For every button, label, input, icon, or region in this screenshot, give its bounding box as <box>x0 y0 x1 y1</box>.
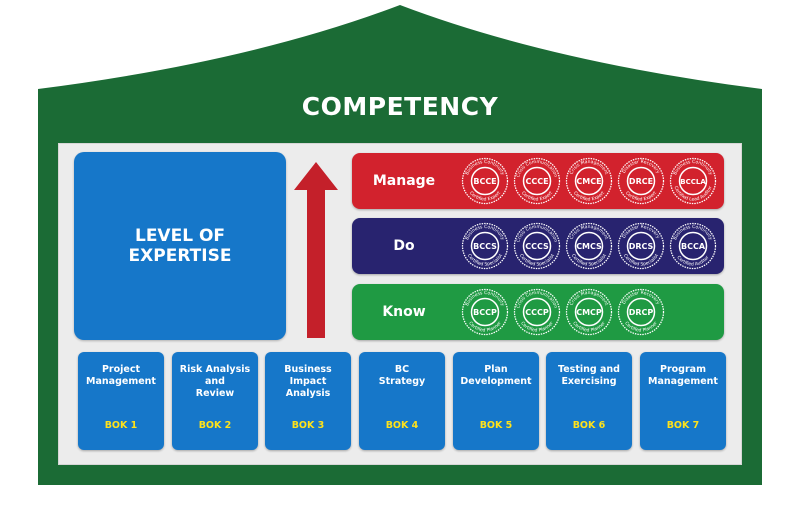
bok-box-3: Business Impact Analysis BOK 3 <box>265 352 351 450</box>
badge-code: BCCE <box>473 177 496 186</box>
tier-manage-label: Manage <box>372 173 436 189</box>
badge-sub-text: Certified Planner <box>467 320 503 333</box>
bok-title: Program Management <box>648 364 718 387</box>
badge-ring <box>461 222 509 270</box>
badge-code: CCCP <box>525 308 549 317</box>
badge-inner-ring <box>678 231 708 261</box>
tier-know-label: Know <box>382 304 426 320</box>
badge-code: CMCE <box>576 177 601 186</box>
badge-code: DRCP <box>629 308 654 317</box>
badge-code: BCCA <box>681 242 706 251</box>
badge-inner-ring <box>470 297 500 327</box>
bok-box-5: Plan Development BOK 5 <box>453 352 539 450</box>
badge-code: BCCLA <box>680 178 706 186</box>
tier-do-label: Do <box>393 238 415 254</box>
level-of-expertise-box: LEVEL OF EXPERTISE <box>74 152 286 340</box>
badge-inner-ring <box>574 297 604 327</box>
badge-inner-ring <box>626 231 656 261</box>
bok-box-1: Project Management BOK 1 <box>78 352 164 450</box>
badge-ring <box>513 222 561 270</box>
badge-ring <box>669 222 717 270</box>
bok-code: BOK 2 <box>198 420 232 431</box>
badge-inner-ring <box>574 231 604 261</box>
badge-inner-ring <box>626 297 656 327</box>
badge-inner-ring <box>470 166 500 196</box>
badge-inner-ring <box>522 297 552 327</box>
badge-inner-ring <box>522 166 552 196</box>
badge-inner-ring <box>678 166 708 196</box>
badge-code: CCCS <box>525 242 549 251</box>
badge-inner-ring <box>522 231 552 261</box>
badge-code: DRCS <box>629 242 654 251</box>
badge-code: BCCS <box>473 242 497 251</box>
bok-title: Project Management <box>86 364 156 387</box>
bok-box-4: BC Strategy BOK 4 <box>359 352 445 450</box>
badge-ring <box>617 222 665 270</box>
page-title: COMPETENCY <box>301 92 499 121</box>
badge-sub-text: Certified Planner <box>623 320 659 333</box>
bok-code: BOK 7 <box>666 420 700 431</box>
badge-ring <box>617 288 665 336</box>
up-arrow-icon <box>294 162 338 338</box>
bok-title: Business Impact Analysis <box>284 364 332 399</box>
badge-code: CMCS <box>576 242 602 251</box>
badge-arc-text: Crisis Communication <box>515 225 557 243</box>
badge-ring <box>461 157 509 205</box>
bok-title: Plan Development <box>460 364 532 387</box>
badge-inner-ring <box>574 166 604 196</box>
badge-code: CMCP <box>576 308 602 317</box>
badge-inner-ring <box>470 231 500 261</box>
badge-arc-text: Crisis Communication <box>515 160 557 178</box>
bok-box-6: Testing and Exercising BOK 6 <box>546 352 632 450</box>
bok-code: BOK 3 <box>291 420 325 431</box>
badge-code: DRCE <box>629 177 653 186</box>
bok-code: BOK 5 <box>479 420 513 431</box>
bok-code: BOK 6 <box>572 420 606 431</box>
badge-sub-text: Certified Planner <box>519 320 555 333</box>
badge-arc-text: Crisis Communication <box>515 291 557 309</box>
bok-title: Testing and Exercising <box>558 364 620 387</box>
badge-ring <box>617 157 665 205</box>
badge-ring <box>513 288 561 336</box>
bok-code: BOK 1 <box>104 420 138 431</box>
badge-code: BCCP <box>473 308 497 317</box>
bok-code: BOK 4 <box>385 420 419 431</box>
badge-code: CCCE <box>525 177 548 186</box>
badge-inner-ring <box>626 166 656 196</box>
bok-title: BC Strategy <box>378 364 426 387</box>
badge-sub-text: Certified Planner <box>571 320 607 333</box>
level-of-expertise-label: LEVEL OF EXPERTISE <box>128 226 232 266</box>
badge-ring <box>565 222 613 270</box>
badge-ring <box>565 288 613 336</box>
bok-box-2: Risk Analysis and Review BOK 2 <box>172 352 258 450</box>
badge-ring <box>565 157 613 205</box>
badge-ring <box>461 288 509 336</box>
bok-title: Risk Analysis and Review <box>179 364 251 399</box>
badge-ring <box>669 157 717 205</box>
badge-ring <box>513 157 561 205</box>
bok-box-7: Program Management BOK 7 <box>640 352 726 450</box>
